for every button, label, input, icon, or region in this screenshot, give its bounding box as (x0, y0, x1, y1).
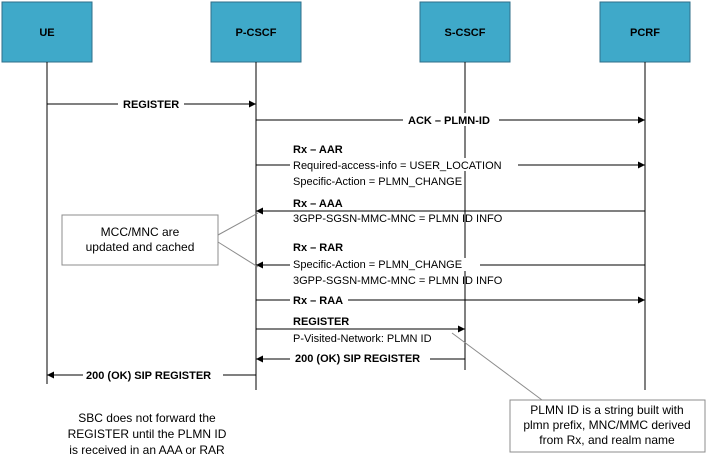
note-mcc-line2: updated and cached (86, 240, 195, 254)
label-ok-ue: 200 (OK) SIP REGISTER (86, 370, 211, 382)
note-sbc-line3: is received in an AAA or RAR (69, 443, 225, 457)
entity-pcscf-label: P-CSCF (236, 27, 277, 39)
entity-pcscf-box (210, 1, 302, 63)
label-register-pvn-line2: P-Visited-Network: PLMN ID (293, 333, 432, 345)
label-rx-aar-title: Rx – AAR (293, 144, 343, 156)
label-rx-aaa-line2: 3GPP-SGSN-MMC-MNC = PLMN ID INFO (293, 213, 503, 225)
note-sbc: SBC does not forward the REGISTER until … (68, 411, 227, 457)
note-plmn: PLMN ID is a string built with plmn pref… (451, 332, 706, 453)
note-mcc-mnc: MCC/MNC are updated and cached (61, 212, 259, 268)
label-rx-aar-line2: Required-access-info = USER_LOCATION (293, 160, 502, 172)
label-rx-rar-line2: Specific-Action = PLMN_CHANGE (293, 259, 462, 271)
entity-ue-box (1, 1, 93, 63)
entity-ue: UE (1, 1, 93, 63)
note-mcc-line1: MCC/MNC are (101, 225, 180, 239)
note-plmn-line2: plmn prefix, MNC/MMC derived (523, 418, 690, 432)
entity-pcscf: P-CSCF (210, 1, 302, 63)
label-rx-rar-title: Rx – RAR (293, 242, 343, 254)
label-register-pvn-title: REGISTER (293, 316, 349, 328)
label-ok-scscf: 200 (OK) SIP REGISTER (295, 353, 420, 365)
note-mcc-connector-1 (217, 212, 259, 236)
note-plmn-box (509, 399, 706, 453)
note-mcc-connector-2 (217, 241, 259, 268)
entity-pcrf-label: PCRF (630, 27, 660, 39)
entity-pcrf-box (599, 1, 691, 63)
note-sbc-line1: SBC does not forward the (78, 411, 216, 425)
note-mcc-box (61, 214, 219, 266)
entity-scscf-box (419, 1, 511, 63)
note-plmn-line3: from Rx, and realm name (539, 433, 675, 447)
note-sbc-line2: REGISTER until the PLMN ID (68, 427, 227, 441)
label-rx-rar-line3: 3GPP-SGSN-MMC-MNC = PLMN ID INFO (293, 275, 503, 287)
entity-ue-label: UE (39, 27, 54, 39)
label-rx-raa: Rx – RAA (293, 295, 343, 307)
note-plmn-connector (451, 332, 543, 401)
entity-scscf-label: S-CSCF (445, 27, 486, 39)
label-rx-aar-line3: Specific-Action = PLMN_CHANGE (293, 176, 462, 188)
entity-scscf: S-CSCF (419, 1, 511, 63)
note-plmn-line1: PLMN ID is a string built with (530, 403, 683, 417)
entity-pcrf: PCRF (599, 1, 691, 63)
label-rx-aaa-title: Rx – AAA (293, 198, 343, 210)
label-register: REGISTER (123, 99, 179, 111)
label-ack-plmn: ACK – PLMN-ID (408, 115, 490, 127)
